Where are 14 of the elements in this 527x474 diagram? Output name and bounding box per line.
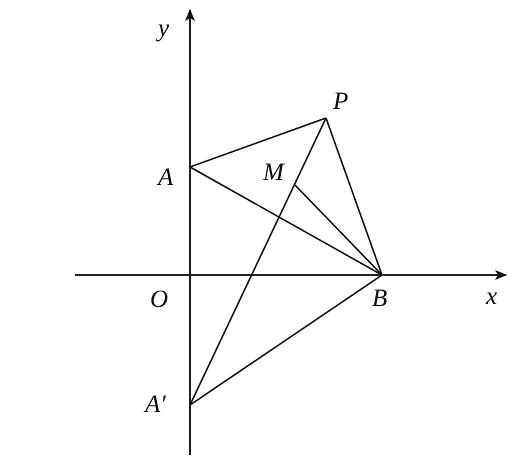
line-segment <box>189 118 327 406</box>
axis-label: x <box>486 285 498 309</box>
axis-label: y <box>158 17 170 41</box>
line-segment <box>190 166 382 276</box>
line-segment <box>325 118 383 276</box>
point-label: A′ <box>145 393 166 417</box>
origin-label: O <box>150 288 168 312</box>
point-label: M <box>263 161 284 185</box>
line-segment <box>190 117 326 168</box>
line-segment <box>294 184 383 276</box>
line-segment <box>190 274 382 406</box>
point-label: A <box>158 166 174 190</box>
point-label: P <box>333 90 348 114</box>
point-label: B <box>372 287 388 311</box>
